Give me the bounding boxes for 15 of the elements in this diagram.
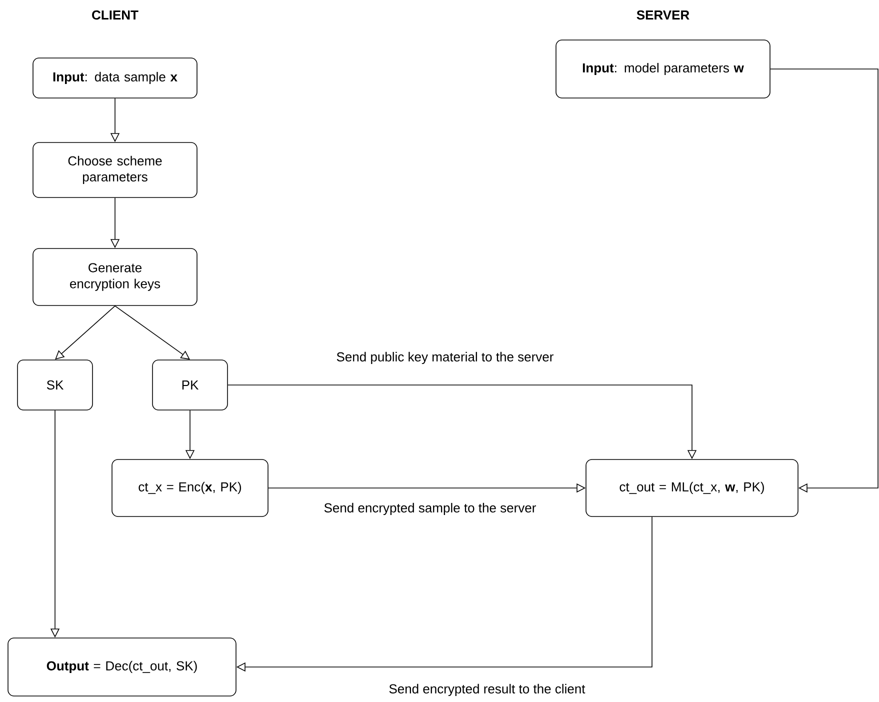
process-box: ct_out = ML(ct_x, w, PK) [586,459,798,517]
process-box: Output = Dec(ct_out, SK) [8,638,236,696]
process-box: Generate encryption keys [32,248,198,306]
process-box: Choose scheme parameters [32,142,198,198]
edge-label: Send encrypted sample to the server [322,502,538,516]
column-heading: SERVER [636,10,690,20]
process-box: PK [152,360,228,410]
edge-label: Send public key material to the server [335,350,555,366]
process-box: SK [17,360,93,410]
arrow [770,68,878,493]
process-box: ct_x = Enc(x, PK) [112,459,268,517]
column-heading: CLIENT [92,10,138,20]
process-box: Input: model parameters w [556,40,770,98]
edge-label: Send encrypted result to the client [388,682,586,698]
process-box: Input: data sample x [32,58,198,98]
